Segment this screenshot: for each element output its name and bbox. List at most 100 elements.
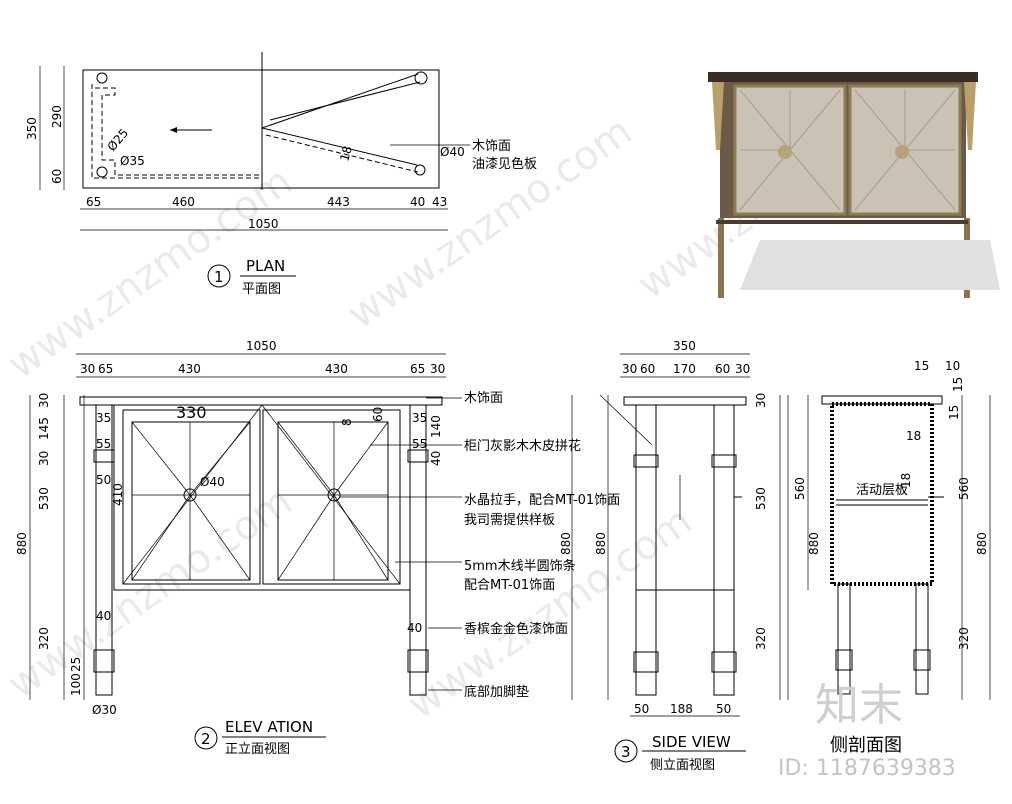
elev-dim-h530: 530 [37, 487, 51, 510]
plan-number: 1 [214, 268, 224, 286]
elev-dim-h100: 100 [69, 673, 83, 696]
elev-dim-h40: 40 [407, 621, 422, 635]
plan-outline [82, 69, 440, 189]
side-dim-h880l: 880 [559, 532, 573, 555]
elev-dim-h25: 25 [69, 657, 83, 672]
elev-dim-h410: 410 [111, 483, 125, 506]
plan-dim-h-top: 290 [50, 105, 64, 128]
plan-dim-d18: 18 [337, 144, 354, 162]
elev-dim-h55: 55 [96, 437, 111, 451]
plan-dim-d25: Ø25 [105, 126, 132, 154]
side-title-cn: 侧立面视图 [650, 758, 715, 773]
side-dim-h30: 30 [754, 393, 768, 408]
elev-dim-h50: 50 [96, 473, 111, 487]
elev-dim-h60: 60 [371, 407, 385, 422]
side-dim-w60: 60 [640, 362, 655, 376]
side-number: 3 [621, 743, 631, 761]
elev-note-6: 底部加脚垫 [464, 684, 529, 700]
side-dim-h320: 320 [754, 627, 768, 650]
elev-dim-h35: 35 [96, 411, 111, 425]
elev-note-2: 柜门灰影木木皮拼花 [464, 438, 581, 454]
elev-dim-h880: 880 [15, 532, 29, 555]
sec-dim-h560r: 560 [957, 477, 971, 500]
elev-dim-w30a: 30 [80, 362, 95, 376]
elev-note-3b: 我司需提供样板 [464, 512, 555, 528]
plan-dim-w443: 443 [327, 195, 350, 209]
plan-dim-w65: 65 [86, 195, 101, 209]
elev-dim-d30: Ø30 [92, 703, 117, 717]
side-dim-h880r: 880 [594, 532, 608, 555]
plan-view: Ø35 Ø25 Ø40 18 木饰面 油漆见色板 350 290 60 65 4… [25, 52, 537, 297]
elev-dim-h320: 320 [37, 627, 51, 650]
plan-dim-h-bottom: 60 [50, 169, 64, 184]
elev-dim-h8: 8 [340, 418, 354, 426]
elev-dim-h145: 145 [37, 417, 51, 440]
elev-dim-w430a: 430 [178, 362, 201, 376]
watermark-text: www.znzmo.com [399, 498, 700, 728]
plan-dim-w43: 43 [432, 195, 447, 209]
elev-dim-w65b: 65 [410, 362, 425, 376]
side-dim-w60b: 60 [715, 362, 730, 376]
sec-dim-h560l: 560 [793, 477, 807, 500]
section-title-cn: 侧剖面图 [830, 735, 902, 756]
sec-dim-h320: 320 [957, 627, 971, 650]
elevation-view: 1050 30 65 430 430 65 30 330 Ø40 [15, 339, 620, 757]
elev-dim-h35b: 35 [412, 411, 427, 425]
sec-dim-h880r: 880 [975, 532, 989, 555]
side-dim-w30: 30 [622, 362, 637, 376]
side-dim-w170: 170 [673, 362, 696, 376]
elev-title-en: ELEV ATION [225, 718, 313, 736]
sec-dim-t15c: 15 [947, 405, 961, 420]
plan-note-1: 木饰面 [472, 139, 511, 154]
plan-title-en: PLAN [246, 257, 285, 275]
sec-dim-t15: 15 [914, 359, 929, 373]
side-dim-b50b: 50 [716, 702, 731, 716]
elev-note-4a: 5mm木线半圆饰条 [464, 558, 576, 574]
elev-note-3a: 水晶拉手，配合MT-01饰面 [464, 493, 620, 508]
elev-dim-w40: 40 [96, 609, 111, 623]
plan-dim-total: 1050 [248, 217, 279, 231]
side-dim-total: 350 [673, 339, 696, 353]
side-dim-b188: 188 [670, 702, 693, 716]
elev-dim-d40: Ø40 [200, 475, 225, 489]
plan-dim-d40: Ø40 [440, 145, 465, 159]
elev-dim-w65a: 65 [98, 362, 113, 376]
sec-dim-t10: 10 [945, 359, 960, 373]
watermark-text: www.znzmo.com [0, 478, 300, 708]
elev-note-4b: 配合MT-01饰面 [464, 578, 555, 593]
plan-dashed-outline [95, 87, 262, 176]
sec-shelf-label: 活动层板 [856, 483, 908, 498]
elev-note-5: 香槟金金色漆饰面 [464, 621, 568, 637]
plan-note-2: 油漆见色板 [472, 156, 537, 172]
elev-dim-total: 1050 [246, 339, 277, 353]
elev-dim-h140: 140 [429, 415, 443, 438]
sec-dim-t18b: 18 [899, 473, 913, 488]
plan-dim-w460: 460 [172, 195, 195, 209]
elev-dim-w30b: 30 [430, 362, 445, 376]
elev-dim-inner: 330 [176, 403, 207, 422]
sec-dim-t15b: 15 [951, 377, 965, 392]
elev-title-cn: 正立面视图 [225, 742, 290, 757]
watermark-brand: 知末 [815, 680, 903, 731]
elev-dim-h30b: 30 [37, 451, 51, 466]
elev-dim-h55b: 55 [412, 437, 427, 451]
plan-dim-d35: Ø35 [120, 154, 145, 168]
side-view: 350 30 60 170 60 30 880 880 30 530 320 5… [559, 339, 781, 773]
sec-dim-h880l: 880 [807, 532, 821, 555]
plan-title-cn: 平面图 [242, 282, 281, 297]
elev-dim-h40b: 40 [429, 451, 443, 466]
plan-dim-h-total: 350 [25, 117, 39, 140]
elev-note-1: 木饰面 [464, 391, 503, 406]
side-dim-b50a: 50 [634, 702, 649, 716]
cabinet-render [708, 72, 1000, 298]
plan-dim-w40: 40 [410, 195, 425, 209]
elev-dim-w430b: 430 [325, 362, 348, 376]
section-view: 15 10 15 15 18 18 活动层板 560 560 880 880 3… [787, 359, 991, 756]
sec-dim-t18: 18 [906, 429, 921, 443]
side-dim-w30b: 30 [735, 362, 750, 376]
elev-dim-h30: 30 [37, 393, 51, 408]
side-title-en: SIDE VIEW [652, 733, 731, 751]
elev-number: 2 [201, 730, 211, 748]
watermark-id: ID: 1187639383 [778, 756, 956, 781]
